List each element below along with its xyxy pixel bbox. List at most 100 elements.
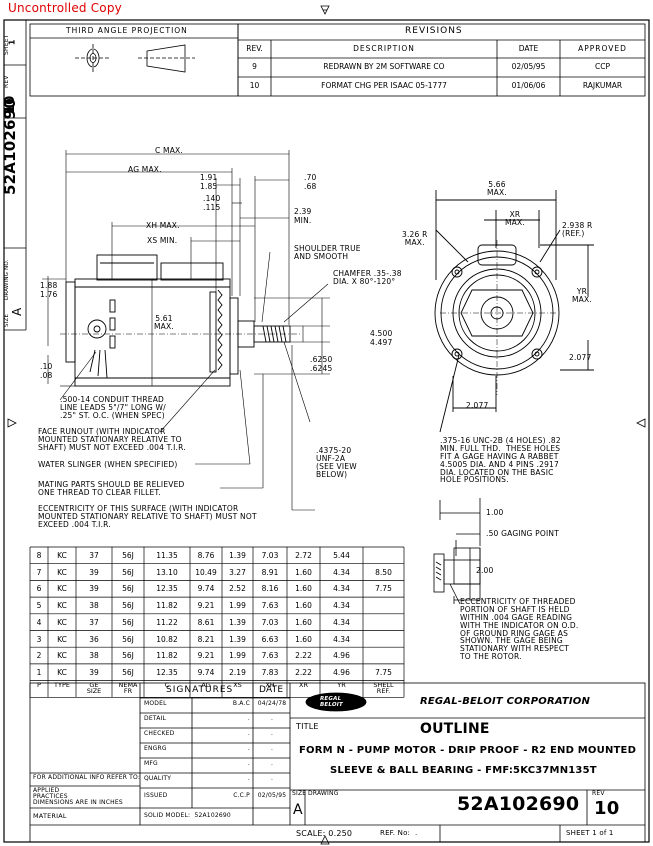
sidebar-sheet-value: 1 (7, 39, 17, 46)
dim-2-077-vertical: 2.077 (569, 353, 592, 362)
table-header-cell: P (37, 680, 41, 689)
table-cell: 56J (122, 567, 134, 577)
table-cell: 3.27 (229, 567, 246, 577)
table-cell: 11.82 (156, 651, 178, 661)
table-cell: 39 (89, 567, 99, 577)
signature-name: B.A.C (232, 700, 250, 707)
rev-header-date: DATE (518, 44, 539, 53)
table-header-cell: XH (265, 680, 275, 689)
table-cell: 10.49 (195, 567, 217, 577)
rev-row-2-date: 01/06/06 (511, 81, 546, 90)
table-cell: 4.34 (333, 634, 350, 644)
additional-info-label: FOR ADDITIONAL INFO REFER TO: (33, 774, 141, 781)
dim-5-66-max: 5.66 MAX. (487, 180, 507, 197)
table-cell: 7.03 (261, 551, 279, 560)
eccentricity-note: ECCENTRICITY OF THIS SURFACE (WITH INDIC… (38, 504, 257, 529)
gaging-point-label: .50 GAGING POINT (486, 529, 559, 538)
rev-header-rev: REV. (246, 44, 263, 53)
table-cell: 4.96 (333, 651, 350, 661)
dim-1-91: 1.91 (200, 173, 218, 182)
xs-min-label: XS MIN. (147, 236, 178, 245)
dim-4-500: 4.500 (370, 329, 393, 338)
table-cell: 9.21 (197, 601, 215, 611)
table-cell: 56J (122, 584, 134, 594)
dim-1-00: 1.00 (486, 508, 504, 517)
signature-date: . (270, 775, 274, 782)
revisions-box (237, 23, 646, 97)
table-header-cell: AG (201, 680, 211, 689)
thread-callout: .4375-20 UNF-2A (SEE VIEW BELOW) (316, 446, 357, 479)
dimension-table-grid (29, 546, 405, 698)
table-cell: 5.44 (333, 551, 350, 560)
table-cell: KC (57, 584, 67, 594)
center-mark-right-icon (636, 418, 646, 428)
drawing-title-line-2: FORM N - PUMP MOTOR - DRIP PROOF - R2 EN… (299, 745, 637, 756)
table-cell: 6.63 (261, 634, 279, 644)
table-cell: 7 (36, 567, 42, 577)
signature-name: . (247, 760, 250, 767)
table-cell: 7.75 (375, 667, 392, 677)
rev-header-approved: APPROVED (578, 44, 627, 53)
table-cell: 39 (89, 667, 99, 677)
table-cell: 38 (89, 651, 99, 661)
table-cell: 7.63 (261, 651, 279, 661)
dim-5-61-max: 5.61 MAX. (154, 314, 174, 331)
signatures-title: SIGNATURES (166, 685, 234, 695)
signature-name: . (247, 775, 250, 782)
table-cell: 8.76 (197, 551, 215, 560)
mounting-holes-note: .375-16 UNC-2B (4 HOLES) .82 MIN. FULL T… (440, 436, 561, 485)
mating-parts-note: MATING PARTS SHOULD BE RELIEVED ONE THRE… (38, 480, 185, 497)
table-cell: 11.22 (156, 617, 178, 627)
shaft-eccentricity-note: ECCENTRICITY OF THREADED PORTION OF SHAF… (460, 597, 579, 662)
table-cell: 9.74 (197, 667, 215, 677)
table-cell: 56J (122, 617, 134, 627)
signature-name: C.C.P (233, 792, 250, 799)
table-cell: 8.21 (197, 634, 215, 644)
table-cell: 1.99 (229, 601, 246, 611)
table-cell: 9.21 (197, 651, 215, 661)
c-max-label: C MAX. (155, 146, 183, 155)
signature-role: QUALITY (144, 775, 172, 782)
dim-1-88: 1.88 (40, 281, 58, 290)
table-cell: 56J (122, 667, 134, 677)
table-cell: 1.39 (229, 551, 246, 560)
dim-08: .08 (40, 371, 53, 380)
signature-role: CHECKED (144, 730, 175, 737)
table-header-cell: GE SIZE (86, 680, 102, 696)
table-cell: 8.61 (197, 617, 215, 627)
table-cell: 2.22 (295, 651, 312, 661)
dim-1-76: 1.76 (40, 290, 58, 299)
ref-no-label: REF. No: . (380, 829, 418, 837)
title-block-grid (29, 682, 646, 843)
table-cell: KC (57, 601, 67, 611)
dim-115: .115 (203, 203, 221, 212)
rev-row-2-approved: RAJKUMAR (582, 81, 623, 90)
table-cell: 6 (36, 584, 42, 594)
table-cell: 11.82 (156, 601, 178, 611)
motor-side-view (60, 254, 300, 387)
xh-max-label: XH MAX. (146, 221, 180, 230)
water-slinger-note: WATER SLINGER (WHEN SPECIFIED) (38, 460, 178, 469)
conduit-note: .500-14 CONDUIT THREAD LINE LEADS 5"/7" … (60, 395, 166, 420)
table-cell: KC (57, 667, 67, 677)
table-cell: 8.91 (261, 567, 279, 577)
table-cell: 9.74 (197, 584, 215, 594)
table-cell: 56J (122, 634, 134, 644)
rev-row-2-description: FORMAT CHG PER ISAAC 05-1777 (321, 81, 447, 90)
table-cell: 2.19 (229, 667, 246, 677)
title-rev-value: 10 (594, 798, 620, 819)
rev-header-description: DESCRIPTION (353, 44, 415, 53)
table-cell: KC (57, 567, 67, 577)
dim-6245: .6245 (310, 364, 333, 373)
table-cell: 4.34 (333, 567, 350, 577)
table-cell: 12.35 (156, 584, 178, 594)
signature-date: 02/05/95 (257, 792, 287, 799)
signature-role: DETAIL (144, 715, 167, 722)
center-mark-left-icon (7, 418, 17, 428)
material-label: MATERIAL (33, 812, 67, 820)
table-cell: 1.39 (229, 634, 246, 644)
table-header-cell: XR (299, 680, 308, 689)
table-cell: 5 (36, 601, 42, 611)
title-size-label: SIZE (292, 790, 307, 797)
